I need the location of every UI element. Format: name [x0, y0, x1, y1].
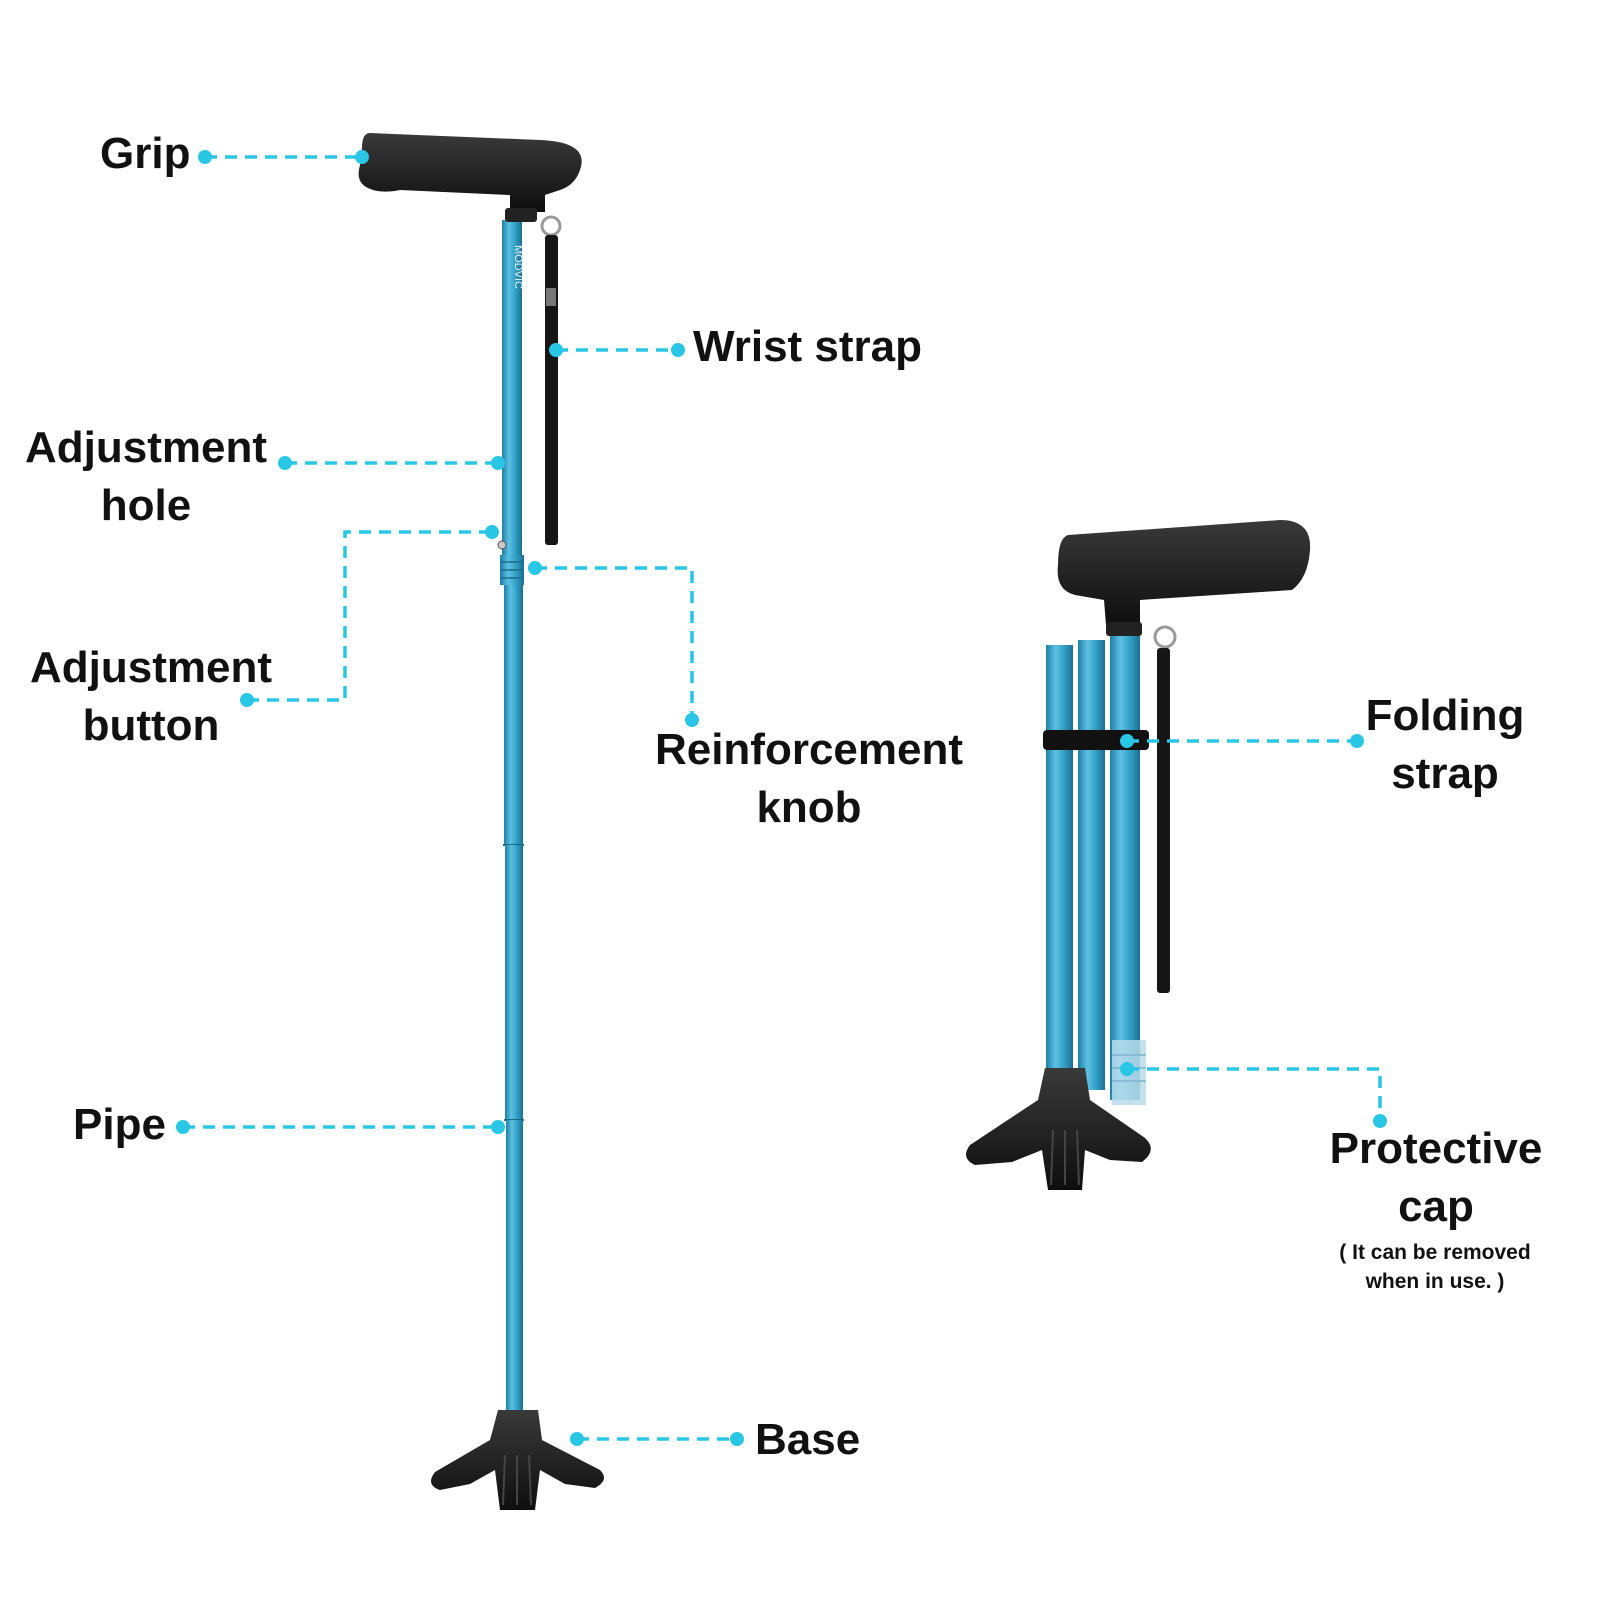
folded-cane	[966, 520, 1311, 1190]
callout-dot	[355, 150, 369, 164]
wrist-strap	[540, 215, 562, 545]
extended-cane: MODVIC	[358, 133, 604, 1510]
label-adjustment-button: Adjustment button	[30, 643, 272, 750]
folded-shafts	[1046, 630, 1146, 1105]
callout-dot	[1373, 1114, 1387, 1128]
callout-dot	[1120, 1062, 1134, 1076]
callout-dot	[240, 693, 254, 707]
callout-line-adjustment-button	[247, 530, 492, 702]
callout-dot	[491, 1120, 505, 1134]
label-folding-strap: Folding strap	[1365, 691, 1525, 798]
callout-line-reinforcement-knob	[535, 566, 694, 720]
callout-dot	[671, 343, 685, 357]
callout-dot	[1350, 734, 1364, 748]
cane-shaft	[500, 220, 524, 1420]
folded-wrist-strap	[1153, 625, 1177, 993]
callout-dot	[528, 561, 542, 575]
label-protective-cap: Protective cap	[1329, 1124, 1543, 1231]
base	[431, 1410, 604, 1510]
adjustment-button-pin	[497, 540, 507, 550]
grip	[358, 133, 582, 222]
callout-dot	[491, 456, 505, 470]
folded-base	[966, 1068, 1151, 1190]
label-pipe: Pipe	[73, 1100, 166, 1149]
callout-dot	[176, 1120, 190, 1134]
brand-text: MODVIC	[512, 245, 524, 289]
label-wrist-strap: Wrist strap	[693, 322, 923, 371]
callout-dot	[278, 456, 292, 470]
callout-dot	[570, 1432, 584, 1446]
label-grip: Grip	[100, 129, 191, 178]
callout-dot	[1120, 734, 1134, 748]
label-adjustment-hole: Adjustment hole	[25, 423, 267, 530]
protective-cap-note: ( It can be removed when in use. )	[1339, 1241, 1531, 1293]
label-base: Base	[755, 1415, 861, 1464]
callout-dot	[685, 713, 699, 727]
callout-dot	[549, 343, 563, 357]
callout-dot	[485, 525, 499, 539]
callout-line-protective-cap	[1127, 1067, 1382, 1121]
label-reinforcement-knob: Reinforcement knob	[654, 725, 964, 832]
callout-dot	[198, 150, 212, 164]
folded-grip	[1057, 520, 1311, 636]
callout-dot	[730, 1432, 744, 1446]
